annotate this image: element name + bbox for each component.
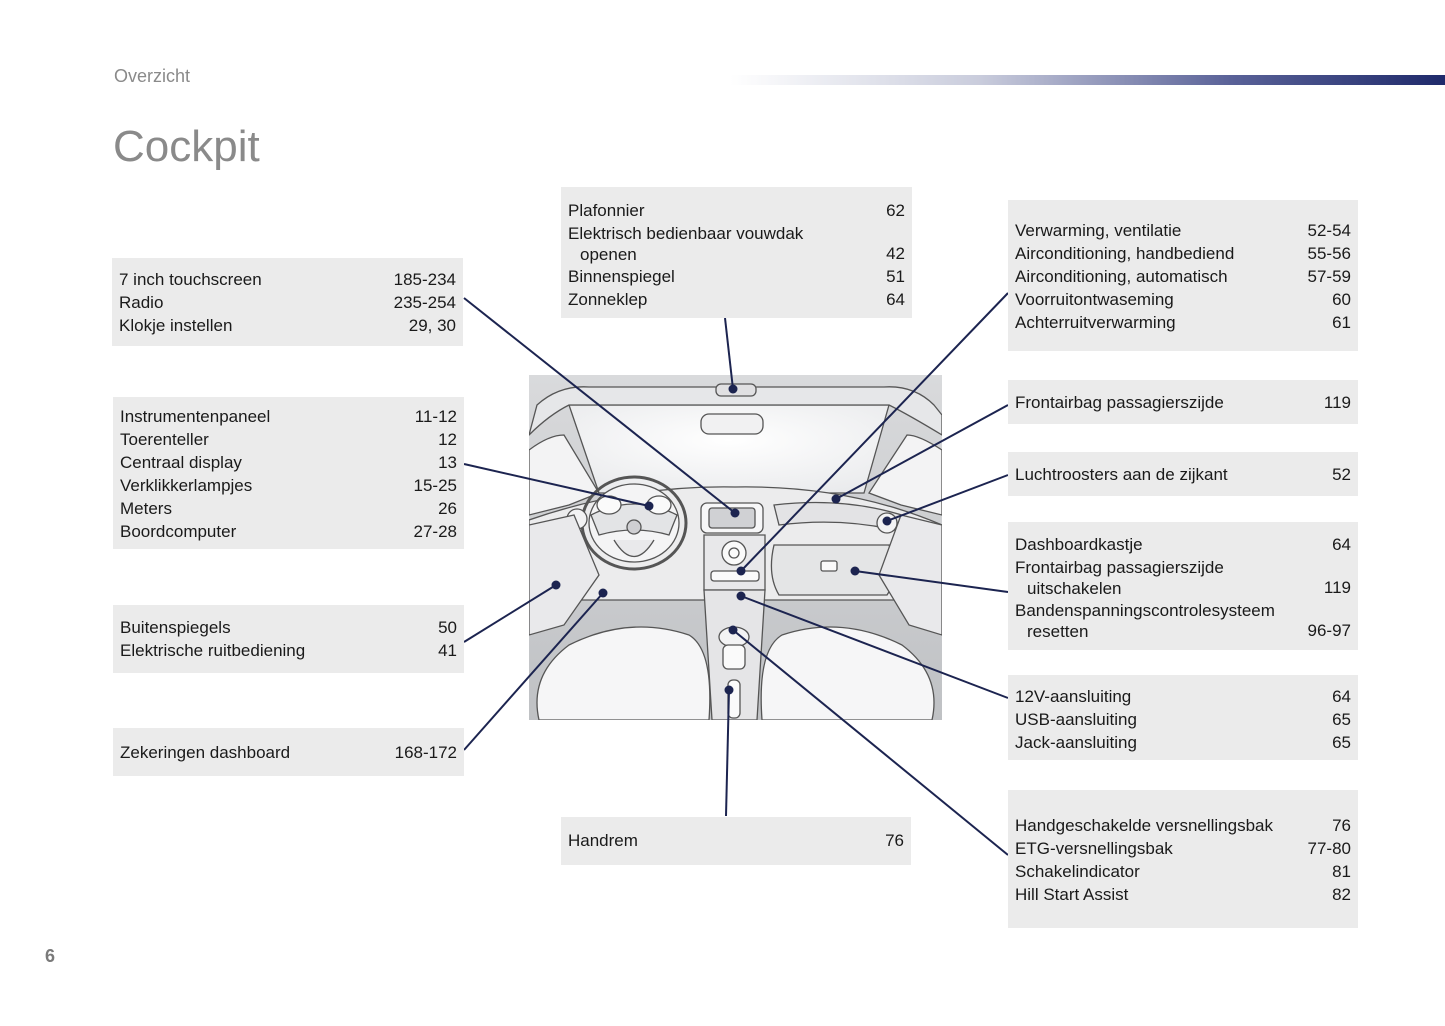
page-number: 6 [45, 946, 56, 966]
cockpit-illustration [529, 375, 942, 720]
section-label: Overzicht [114, 66, 191, 86]
page-title: Cockpit [113, 122, 260, 171]
header-gradient-bar [730, 75, 1445, 85]
